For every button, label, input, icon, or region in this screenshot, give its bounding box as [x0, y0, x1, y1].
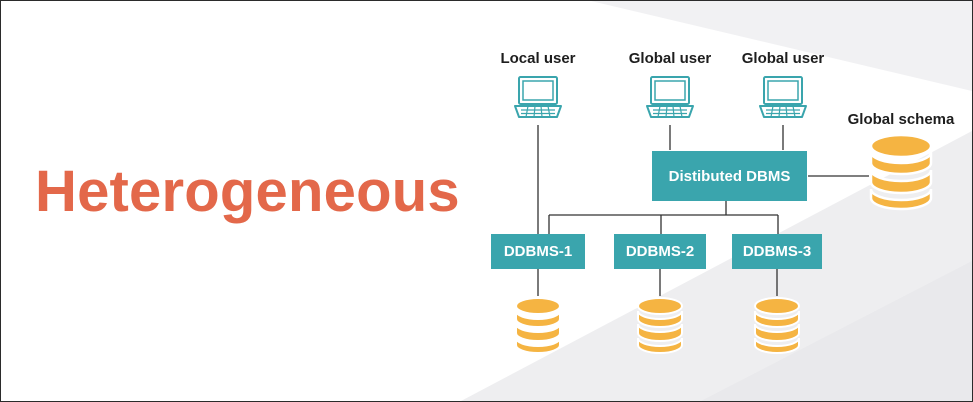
laptop-icon [646, 76, 694, 118]
ddbms-3-box: DDBMS-3 [732, 234, 822, 269]
database-icon [869, 133, 933, 211]
database-icon [754, 297, 800, 354]
laptop-icon [759, 76, 807, 118]
database-icon [515, 297, 561, 354]
user-label-global-1: Global user [628, 50, 712, 67]
user-label-local: Local user [500, 50, 576, 67]
page-title: Heterogeneous [35, 159, 460, 224]
database-icon [637, 297, 683, 354]
global-schema-label: Global schema [847, 111, 955, 128]
user-label-global-2: Global user [741, 50, 825, 67]
distributed-dbms-box: Distibuted DBMS [652, 151, 807, 201]
ddbms-1-box: DDBMS-1 [491, 234, 585, 269]
laptop-icon [514, 76, 562, 118]
ddbms-2-box: DDBMS-2 [614, 234, 706, 269]
